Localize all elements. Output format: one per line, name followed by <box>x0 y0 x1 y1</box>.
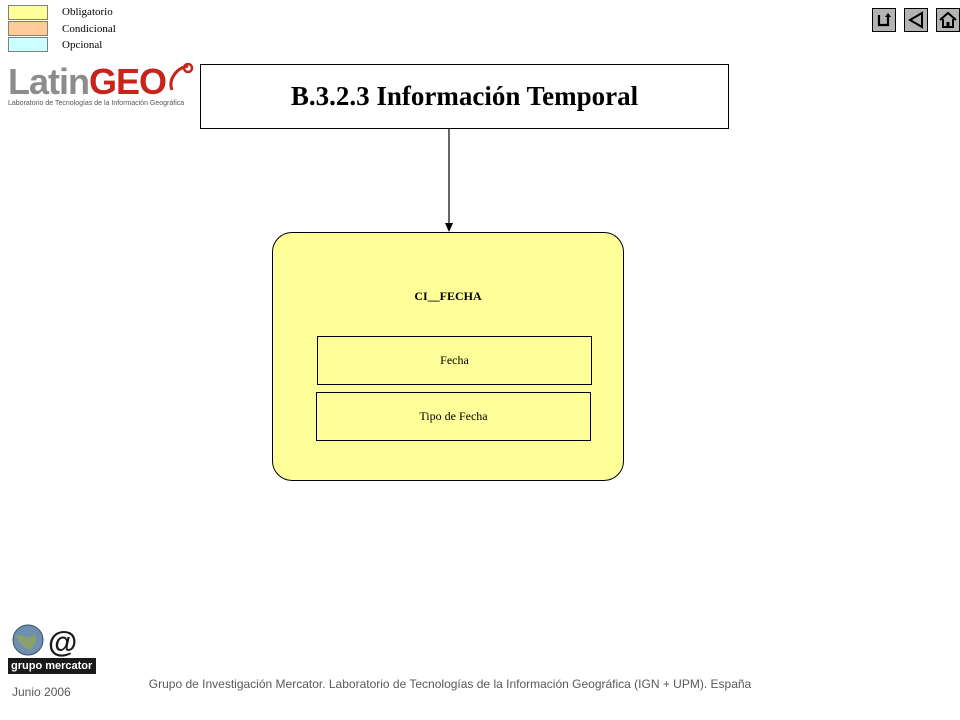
footer-date: Junio 2006 <box>12 685 71 699</box>
home-button[interactable] <box>936 8 960 32</box>
legend-label-condicional: Condicional <box>62 23 116 35</box>
home-icon <box>939 11 957 28</box>
legend-label-obligatorio: Obligatorio <box>62 6 113 18</box>
footer-credit: Grupo de Investigación Mercator. Laborat… <box>148 677 752 691</box>
logo-subtitle: Laboratorio de Tecnologías de la Informa… <box>8 100 185 107</box>
legend-swatch-obligatorio <box>8 5 48 20</box>
attribute-tipo-de-fecha: Tipo de Fecha <box>316 392 591 441</box>
diagram-title: B.3.2.3 Información Temporal <box>290 81 639 111</box>
return-button[interactable] <box>872 8 896 32</box>
legend-label-opcional: Opcional <box>62 39 103 51</box>
footer-logo-text: grupo mercator <box>11 660 93 672</box>
latingeo-logo: LatinGEO Laboratorio de Tecnologías de l… <box>6 62 198 114</box>
diagram-title-box: B.3.2.3 Información Temporal <box>200 64 729 129</box>
legend-swatch-condicional <box>8 21 48 36</box>
legend-swatch-opcional <box>8 37 48 52</box>
grupo-mercator-logo: @ grupo mercator <box>8 622 96 676</box>
return-icon <box>877 13 891 27</box>
entity-name: CI__FECHA <box>414 289 482 303</box>
back-arrow-icon <box>908 11 923 29</box>
attribute-fecha: Fecha <box>317 336 592 385</box>
back-button[interactable] <box>904 8 928 32</box>
logo-latin-text: Latin <box>8 61 90 102</box>
logo-swirl-icon <box>169 62 194 91</box>
svg-text:@: @ <box>48 626 77 659</box>
globe-at-icon: @ <box>8 624 96 674</box>
logo-geo-text: GEO <box>89 61 167 102</box>
